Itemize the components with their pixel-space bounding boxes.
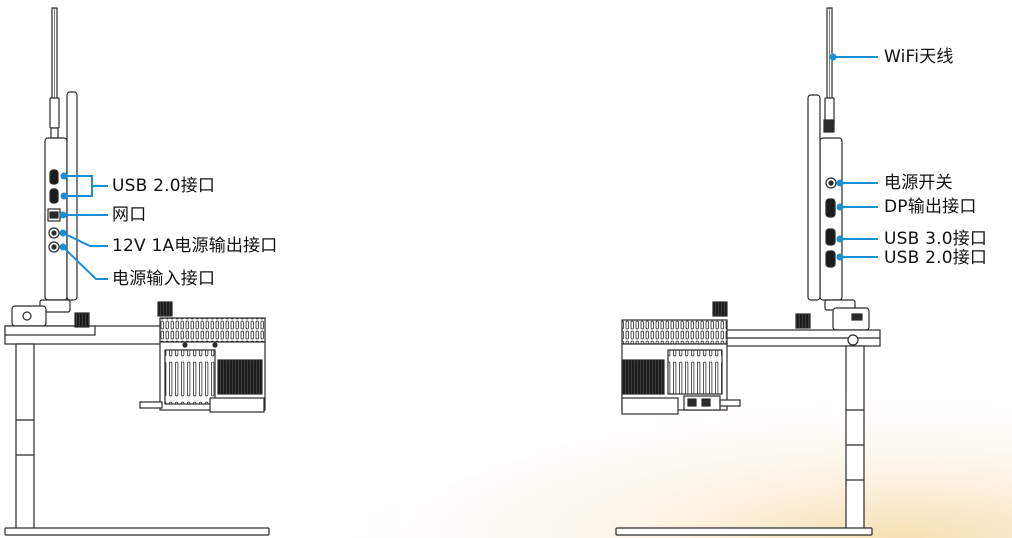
label-right-wifi: WiFi天线 (884, 47, 954, 67)
left-device (4, 7, 270, 536)
left-pole (15, 343, 35, 531)
label-right-usb20: USB 2.0接口 (884, 248, 988, 268)
label-left-lan: 网口 (112, 205, 147, 225)
left-base (4, 527, 270, 536)
label-left-usb20: USB 2.0接口 (112, 176, 216, 196)
left-usb-port-1 (49, 169, 59, 185)
left-callout-lines (59, 172, 108, 280)
label-right-usb30: USB 3.0接口 (884, 229, 988, 249)
right-tablet-body (819, 137, 843, 301)
right-camera-housing (621, 319, 728, 345)
right-pole (845, 345, 865, 531)
left-camera-housing (159, 317, 266, 343)
right-dp-port (825, 198, 836, 218)
right-base (615, 527, 873, 536)
label-left-power-in: 电源输入接口 (112, 269, 216, 289)
label-right-power-switch: 电源开关 (884, 173, 953, 193)
right-callout-lines (829, 53, 878, 261)
background-glow (300, 360, 1012, 538)
right-device (615, 7, 881, 536)
right-usb30-port (825, 228, 836, 246)
right-usb20-port (825, 250, 836, 268)
label-left-power-out: 12V 1A电源输出接口 (112, 236, 278, 256)
left-usb-port-2 (49, 188, 59, 204)
label-right-dp: DP输出接口 (884, 197, 977, 217)
